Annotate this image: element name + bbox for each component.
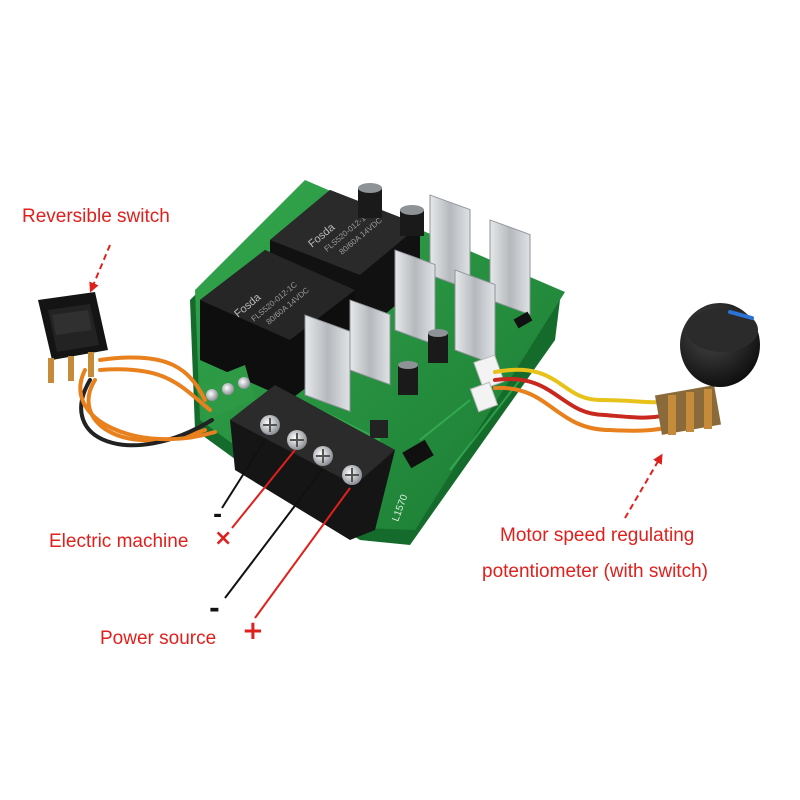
power-terminal-block (230, 385, 395, 540)
source-minus-sign: - (209, 594, 220, 624)
potentiometer-arrow (624, 453, 663, 519)
terminal-screw-icon (287, 430, 307, 450)
green-terminal-block (195, 365, 255, 420)
switch-arrow (89, 244, 111, 293)
potentiometer-label-line2: potentiometer (with switch) (482, 561, 708, 582)
machine-minus-leader (221, 439, 266, 509)
switch-wires (78, 355, 217, 448)
potentiometer-wires (493, 367, 687, 433)
terminal-screw-icon (313, 446, 333, 466)
terminal-screw-icon (260, 415, 280, 435)
power-source-label: Power source (100, 628, 217, 649)
source-plus-leader (254, 487, 351, 619)
terminal-screw-icon (342, 465, 362, 485)
machine-plus-sign: × (214, 526, 233, 551)
rocker-switch-icon (38, 292, 108, 383)
source-minus-leader (224, 469, 323, 599)
potentiometer-label-line1: Motor speed regulating (500, 525, 695, 546)
source-plus-sign: + (242, 616, 264, 646)
annotation-leaders (89, 244, 663, 619)
capacitors (358, 183, 448, 395)
potentiometer-knob-icon (654, 303, 760, 435)
reversible-switch-label: Reversible switch (22, 206, 170, 227)
electric-machine-label: Electric machine (49, 531, 189, 552)
machine-plus-leader (231, 449, 296, 529)
machine-minus-sign: - (213, 503, 223, 528)
heatsink-array (304, 194, 531, 413)
